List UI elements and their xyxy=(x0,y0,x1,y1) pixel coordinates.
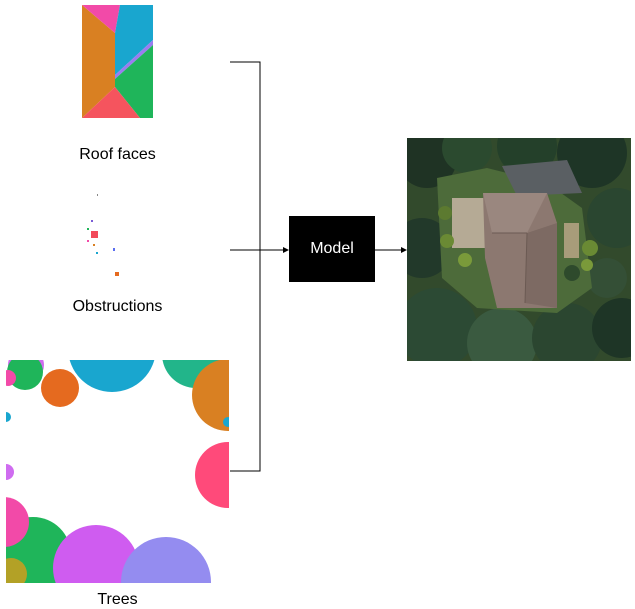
tree-crown xyxy=(6,558,27,583)
roof-face-cyan xyxy=(115,5,153,75)
tree-crown xyxy=(6,464,14,480)
obstruction-mark xyxy=(87,240,89,242)
obstruction-mark xyxy=(113,248,115,251)
roof-face-orange xyxy=(82,5,115,118)
tree-crown xyxy=(121,537,211,583)
tree-crown xyxy=(53,525,139,583)
roof-faces-image xyxy=(82,5,153,118)
obstruction-mark xyxy=(91,220,93,222)
obstruction-mark xyxy=(97,194,98,196)
obstructions-label: Obstructions xyxy=(72,298,163,315)
roof-face-purple xyxy=(115,40,153,79)
roof-face-red xyxy=(82,87,140,118)
trees-image xyxy=(6,360,229,583)
tree-crown xyxy=(6,370,16,386)
tree-crown xyxy=(69,360,155,392)
obstruction-mark xyxy=(115,272,119,276)
trees-connector xyxy=(230,250,261,472)
obstruction-mark xyxy=(96,252,98,254)
tree-crown xyxy=(223,417,229,427)
model-box: Model xyxy=(289,216,375,282)
roof-faces-connector xyxy=(230,61,261,250)
tree-crown xyxy=(7,360,43,390)
roof-face-pink xyxy=(82,5,120,33)
tree-crown xyxy=(6,412,11,422)
tree-crown xyxy=(6,497,29,547)
obstruction-mark xyxy=(91,231,98,238)
trees-label: Trees xyxy=(97,591,138,608)
tree-crown xyxy=(195,442,229,508)
tree-crown xyxy=(192,360,229,431)
roof-faces-label: Roof faces xyxy=(79,146,156,163)
obstructions-image xyxy=(70,190,140,280)
tree-crown xyxy=(41,369,79,407)
obstruction-mark xyxy=(87,228,89,230)
aerial-image-output xyxy=(407,138,631,361)
obstruction-mark xyxy=(93,244,95,246)
roof-face-green xyxy=(115,45,153,118)
model-label: Model xyxy=(310,240,354,257)
